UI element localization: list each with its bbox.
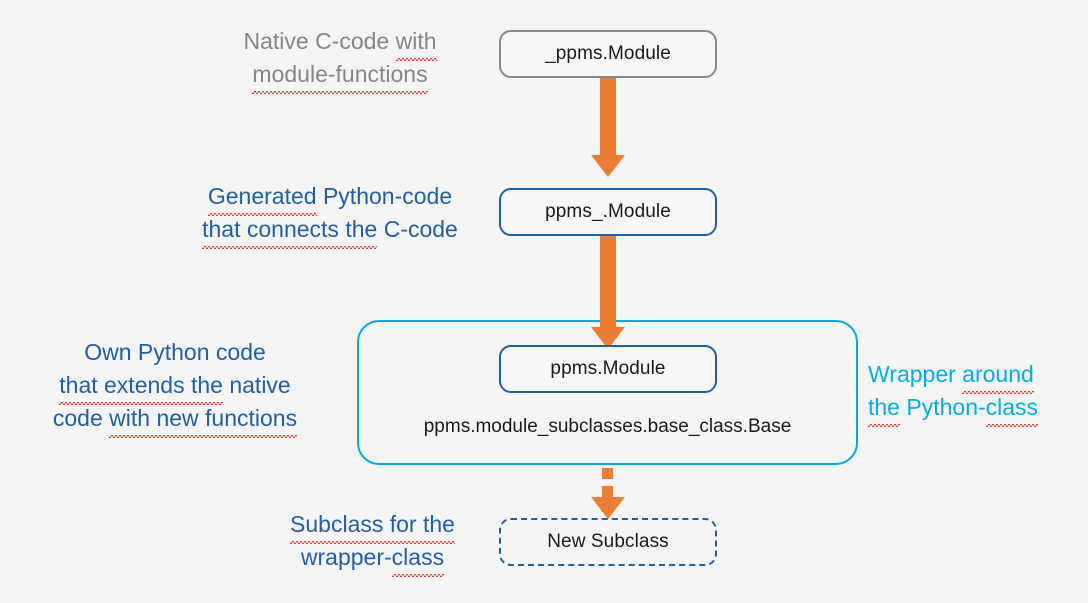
label-wrapper-around-python-class: Wrapper around the Python-class [868,358,1083,427]
label-generated-python-code: Generated Python-code that connects the … [140,180,520,249]
label-own-python-code-line1: Own Python code [84,339,266,365]
spellcheck-underline: around [962,358,1034,394]
connector-own-to-subclass-dot-1 [602,468,613,479]
connector-c-to-generated-arrowhead [591,155,625,177]
spellcheck-underline: Subclass for the [290,508,455,544]
connector-generated-to-own-line [600,236,616,339]
label-subclass-line1: Subclass for the [225,508,520,544]
label-native-c-code-line1: Native C-code with [160,25,520,61]
label-native-c-code: Native C-code with module-functions [160,25,520,94]
node-generated-python-module-label: ppms_.Module [545,201,671,222]
label-generated-python-code-line2: that connects the C-code [140,213,520,249]
spellcheck-underline: that connects the [202,213,378,249]
spellcheck-underline: the [868,391,900,427]
node-native-c-module-label: _ppms.Module [545,43,671,64]
spellcheck-underline: class [985,391,1039,427]
label-own-python-code-line2: that extends the native [10,369,340,405]
spellcheck-underline: Generated [207,180,317,216]
node-own-python-module-label: ppms.Module [550,358,666,379]
spellcheck-underline: with [395,25,437,61]
spellcheck-underline: class [391,541,445,577]
label-own-python-code: Own Python code that extends the native … [10,336,340,438]
label-own-python-code-line3: code with new functions [10,402,340,438]
label-wrapper-line2: the Python-class [868,391,1083,427]
spellcheck-underline: that extends the [59,369,223,405]
connector-generated-to-own-arrowhead [591,327,625,349]
connector-c-to-generated-line [600,78,616,158]
label-native-c-code-line2: module-functions [160,58,520,94]
label-subclass-for-wrapper-class: Subclass for the wrapper-class [225,508,520,577]
node-new-subclass[interactable]: New Subclass [499,518,717,566]
wrapper-base-class-text: ppms.module_subclasses.base_class.Base [423,416,792,437]
node-new-subclass-label: New Subclass [547,531,669,552]
label-subclass-line2: wrapper-class [225,541,520,577]
connector-own-to-subclass-arrowhead [591,497,625,519]
spellcheck-underline: module-functions [252,58,428,94]
connector-own-to-subclass-dot-2 [602,486,613,497]
spellcheck-underline: with new functions [109,402,297,438]
node-own-python-module[interactable]: ppms.Module [499,345,717,393]
label-generated-python-code-line1: Generated Python-code [140,180,520,216]
label-wrapper-line1: Wrapper around [868,358,1083,394]
node-generated-python-module[interactable]: ppms_.Module [499,188,717,236]
node-native-c-module[interactable]: _ppms.Module [499,30,717,78]
